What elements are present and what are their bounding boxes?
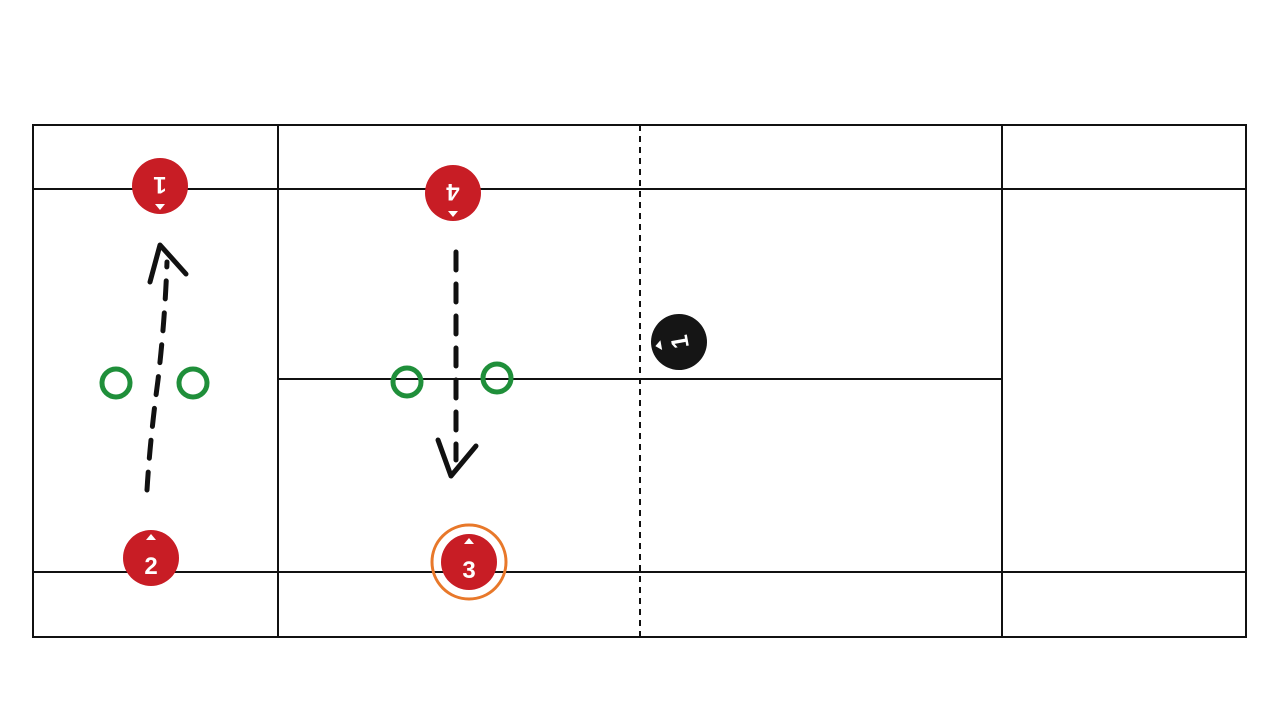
highlight-ring <box>430 523 508 601</box>
player-label: 3 <box>462 557 475 584</box>
arrowhead-up-icon <box>147 242 189 285</box>
facing-icon <box>655 340 663 351</box>
player-token <box>441 534 497 590</box>
movement-paths <box>144 242 479 493</box>
opponent-1-black[interactable]: 1 <box>647 310 712 375</box>
facing-icon <box>464 538 474 544</box>
court <box>32 124 1247 638</box>
facing-icon <box>155 204 165 210</box>
player-label: 4 <box>446 178 460 205</box>
player-label: 1 <box>666 333 695 351</box>
player-2-red[interactable]: 2 <box>123 530 179 586</box>
player-token <box>651 314 707 370</box>
player-3-red-highlighted[interactable]: 3 <box>430 523 508 601</box>
player-token <box>123 530 179 586</box>
player-label: 1 <box>153 171 166 198</box>
cone-marker <box>176 366 210 400</box>
cone-marker <box>99 366 133 400</box>
player-4-red[interactable]: 4 <box>425 165 481 221</box>
player-token <box>132 158 188 214</box>
cone-marker <box>480 361 514 395</box>
player-1-red[interactable]: 1 <box>132 158 188 214</box>
facing-icon <box>146 534 156 540</box>
cones <box>99 361 514 400</box>
player-label: 2 <box>144 553 157 580</box>
facing-icon <box>448 211 458 217</box>
movement-arrow-2-to-1 <box>144 259 170 493</box>
cone-marker <box>390 365 424 399</box>
player-token <box>425 165 481 221</box>
arrowhead-down-icon <box>435 437 479 479</box>
